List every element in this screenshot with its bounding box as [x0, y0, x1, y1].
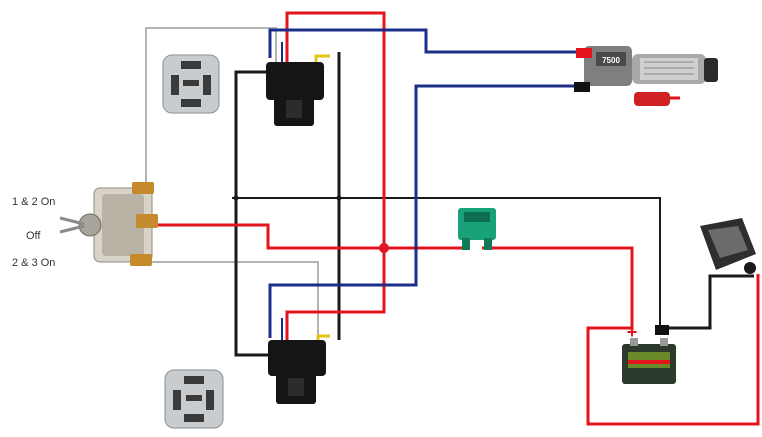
- red-wire-fuse-to-battery: [482, 246, 634, 330]
- gray-wire-switch-to-lower-relay: [150, 261, 319, 350]
- switch-position-label-top: 1 & 2 On: [12, 196, 55, 208]
- battery-positive-marker: +: [627, 322, 638, 342]
- black-wire-battery-to-winch-ground: [660, 274, 754, 330]
- switch-position-label-bottom: 2 & 3 On: [12, 257, 55, 269]
- gray-wire-switch-to-upper-relay: [145, 27, 277, 186]
- relay-socket-upper: [266, 62, 324, 126]
- relay-pin-symbol-lower: [164, 369, 224, 429]
- red-wire-switch-to-fuse: [158, 223, 462, 250]
- black-wire-ground-bus: [232, 197, 661, 330]
- winch: 7500: [574, 46, 718, 106]
- blue-wire-lower-relay-to-winch: [268, 84, 576, 338]
- toggle-switch: [59, 182, 158, 266]
- black-wire-upper-relay-loop: [234, 70, 272, 357]
- red-wire-battery-to-winch: [586, 274, 760, 426]
- red-wire-relay-loop: [285, 11, 386, 340]
- blue-wire-upper-relay-to-winch: [268, 28, 580, 58]
- winch-model-label: 7500: [602, 56, 620, 65]
- relay-pin-symbol-upper: [162, 54, 220, 114]
- junction-dot-black: [233, 195, 239, 201]
- junction-dot-red: [379, 243, 389, 253]
- battery: [622, 338, 676, 384]
- relay-socket-lower: [268, 340, 326, 404]
- battery-negative-marker: [655, 325, 669, 335]
- junction-dot-black-right: [336, 195, 342, 201]
- fuse: [458, 208, 496, 250]
- winch-solenoid: [700, 218, 756, 274]
- switch-position-label-middle: Off: [26, 230, 41, 242]
